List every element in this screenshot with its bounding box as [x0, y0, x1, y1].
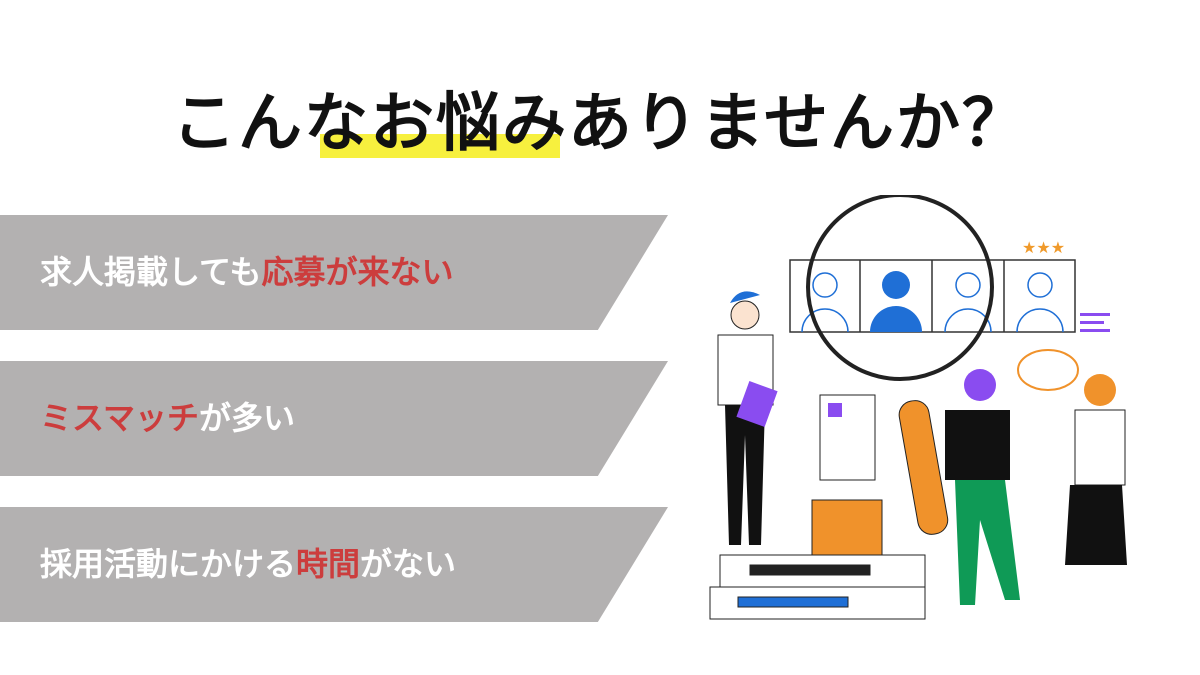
banner-accent-text: 時間	[296, 545, 361, 583]
problem-banner-1: 求人掲載しても応募が来ない	[0, 215, 668, 330]
problem-banner-3: 採用活動にかける時間がない	[0, 507, 668, 622]
banner-text: 求人掲載しても	[40, 253, 262, 291]
banner-text-tail: が多い	[199, 399, 296, 437]
magnifier-icon	[806, 195, 994, 535]
star-rating-icon: ★★★	[1022, 238, 1065, 257]
list-lines-icon	[1080, 313, 1110, 332]
title-highlight	[320, 134, 560, 158]
speech-bubble-icon	[1017, 349, 1079, 391]
recruitment-illustration: ★★★	[709, 195, 1127, 620]
candidate-profiles	[789, 259, 1076, 333]
man-figure	[717, 291, 778, 545]
svg-text:★★★: ★★★	[1022, 238, 1065, 257]
page-title: こんなお悩みありませんか？	[171, 87, 1029, 161]
problem-banner-2: ミスマッチが多い	[0, 361, 668, 476]
resume-document-icon	[819, 394, 876, 481]
folder-icon	[811, 499, 883, 556]
selected-candidate-icon	[870, 271, 922, 332]
woman-with-magnifier	[945, 369, 1020, 605]
woman-thinking	[1065, 374, 1127, 565]
banner-text: 採用活動にかける	[40, 545, 297, 583]
banner-accent-text: ミスマッチ	[40, 399, 200, 437]
books-stack	[709, 554, 926, 620]
banner-text-tail: がない	[360, 545, 457, 583]
banner-accent-text: 応募が来ない	[261, 253, 454, 291]
